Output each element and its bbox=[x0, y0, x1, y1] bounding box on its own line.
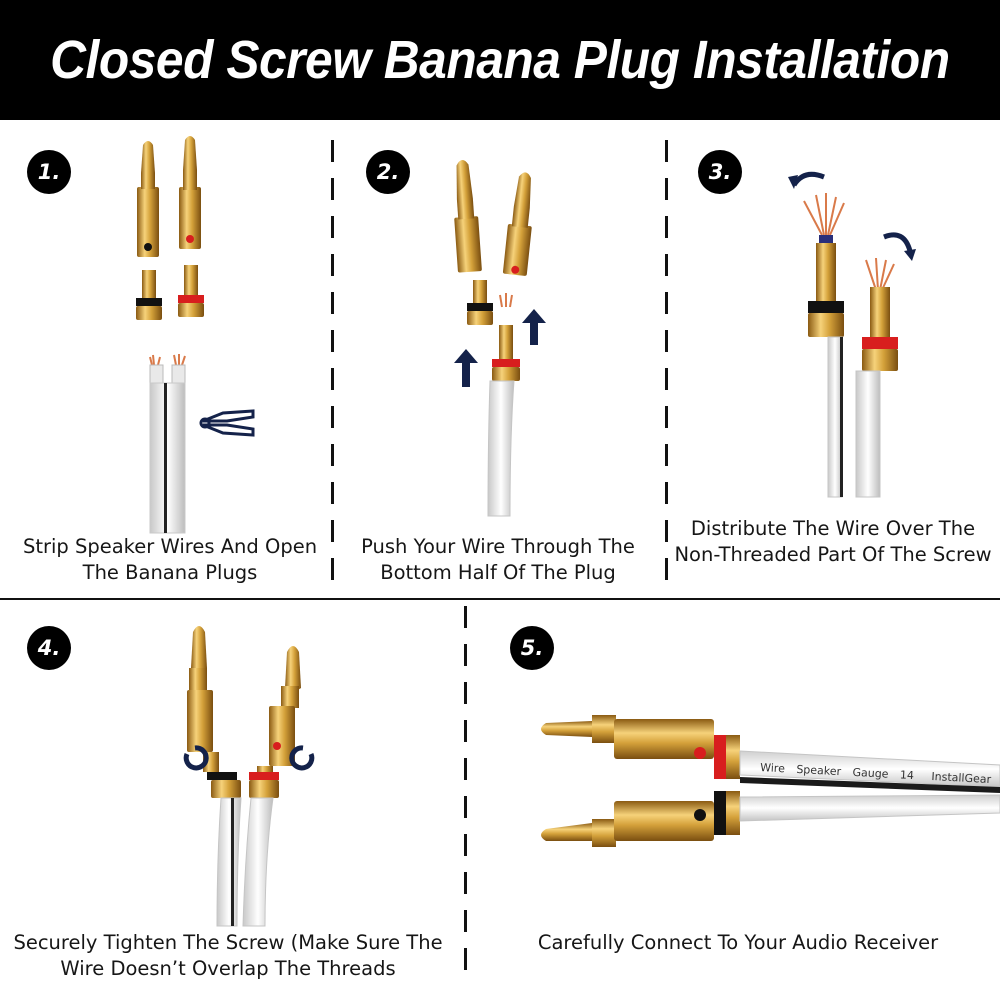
banana-plug-top-red bbox=[502, 172, 532, 276]
rotate-arrow-icon bbox=[183, 745, 315, 771]
banana-plug-red-horizontal bbox=[541, 715, 740, 779]
up-arrow-icon bbox=[454, 309, 546, 387]
step-3-badge: 3. bbox=[698, 150, 742, 194]
screw-bottom-black bbox=[467, 280, 493, 325]
step-2-caption: Push Your Wire Through The Bottom Half O… bbox=[361, 535, 635, 584]
row-divider bbox=[0, 598, 1000, 600]
step-1-illustration bbox=[136, 136, 255, 534]
speaker-wire-bottom bbox=[739, 794, 1000, 822]
banana-plug-top-black bbox=[454, 160, 482, 273]
speaker-wire bbox=[216, 797, 274, 927]
banana-plug-black-assembled bbox=[187, 626, 241, 798]
step-4-caption: Securely Tighten The Screw (Make Sure Th… bbox=[13, 931, 443, 980]
screw-black bbox=[808, 243, 844, 337]
step-5-caption: Carefully Connect To Your Audio Receiver bbox=[537, 931, 939, 954]
banana-plug-black-horizontal bbox=[541, 791, 740, 847]
banana-plug-red-assembled bbox=[249, 646, 301, 798]
step-1-badge: 1. bbox=[27, 150, 71, 194]
step-3-illustration bbox=[788, 171, 916, 498]
column-divider-1 bbox=[331, 140, 334, 595]
screw-bottom-red bbox=[178, 265, 204, 317]
step-3-caption: Distribute The Wire Over The Non-Threade… bbox=[674, 517, 992, 566]
screw-red bbox=[862, 287, 898, 371]
speaker-wire-top: Wire Speaker Gauge 14 InstallGear bbox=[739, 750, 1000, 793]
banana-plug-top-black bbox=[137, 141, 159, 257]
step-5-badge: 5. bbox=[510, 626, 554, 670]
step-4-badge: 4. bbox=[27, 626, 71, 670]
title-banner: Closed Screw Banana Plug Installation bbox=[0, 0, 1000, 120]
copper-strands bbox=[803, 193, 895, 291]
step-2-badge: 2. bbox=[366, 150, 410, 194]
speaker-wire bbox=[827, 336, 881, 498]
screw-bottom-black bbox=[136, 270, 162, 320]
step-1-caption: Strip Speaker Wires And Open The Banana … bbox=[22, 535, 318, 584]
column-divider-2 bbox=[665, 140, 668, 595]
column-divider-3 bbox=[464, 606, 467, 980]
page-title: Closed Screw Banana Plug Installation bbox=[50, 30, 950, 90]
step-2-illustration bbox=[454, 160, 546, 517]
step-4-illustration bbox=[183, 626, 315, 927]
banana-plug-top-red bbox=[179, 136, 201, 249]
rotate-arrow-icon bbox=[791, 171, 913, 252]
step-5-illustration: Wire Speaker Gauge 14 InstallGear bbox=[541, 715, 1000, 847]
wire-stripper-icon bbox=[199, 409, 255, 437]
screw-bottom-red bbox=[492, 293, 520, 381]
svg-text:Wire Speaker Gauge: Wire Speaker Gauge 14 InstallGear bbox=[760, 761, 992, 786]
stripped-speaker-wire bbox=[149, 354, 186, 534]
speaker-wire bbox=[487, 380, 515, 517]
